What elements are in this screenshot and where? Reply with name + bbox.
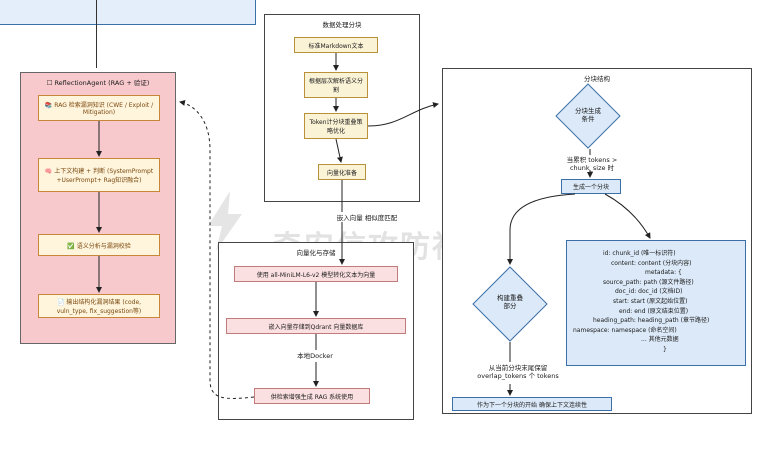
top-left-line xyxy=(96,0,97,68)
document-icon: 📄 xyxy=(56,299,65,306)
check-icon: ✅ xyxy=(67,242,75,250)
robot-icon: ☐ xyxy=(46,79,53,87)
field-start: start: start (原文起始位置) xyxy=(613,297,688,305)
token-chunk-node: Token计分块重叠策略优化 xyxy=(304,113,368,139)
qdrant-node: 嵌入向量存储到Qdrant 向量数据库 xyxy=(226,318,406,334)
vectorize-title: 向量化与存储 xyxy=(296,249,336,257)
reflection-agent-title: ☐ReflectionAgent (RAG + 验证) xyxy=(46,79,150,87)
markdown-text-node: 标准Markdown文本 xyxy=(294,37,378,53)
semantic-split-node: 根据层次解析语义分割 xyxy=(304,72,368,98)
field-namespace: namespace: namespace (命名空间) xyxy=(573,326,677,334)
vector-prep-node: 向量化准备 xyxy=(318,164,366,180)
minilm-node: 使用 all-MiniLM-L6-v2 模型转化文本为向量 xyxy=(234,266,398,282)
rag-usage-node: 供检索增强生成 RAG 系统使用 xyxy=(254,388,370,404)
field-content: content: content (分块内容) xyxy=(611,259,692,267)
field-doc-id: doc_id: doc_id (文档ID) xyxy=(615,288,683,296)
chunk-fields-box: id: chunk_id (唯一标识符) content: content (分… xyxy=(566,240,746,366)
data-processing-title: 数据处理分块 xyxy=(322,21,362,29)
overlap-label: 从当前分块末尾保留 overlap_tokens 个 tokens xyxy=(477,364,559,381)
context-build-node: 🧠上下文构建 + 判断 (SystemPrompt +UserPrompt+ R… xyxy=(38,158,160,192)
brain-icon: 🧠 xyxy=(44,168,53,175)
output-result-node: 📄输出结构化漏洞结果 (code, vuln_type, fix_suggest… xyxy=(38,294,160,318)
field-id: id: chunk_id (唯一标识符) xyxy=(603,250,676,257)
overlap-decision-diamond: 构建重叠部分 xyxy=(472,266,548,342)
semantic-check-node: ✅语义分析与漏洞校验 xyxy=(38,234,160,256)
top-left-blue-box xyxy=(0,0,256,25)
field-source-path: source_path: path (源文件路径) xyxy=(603,278,694,286)
field-close: } xyxy=(663,345,667,353)
watermark-logo xyxy=(190,186,260,256)
field-metadata: metadata: { xyxy=(645,269,682,277)
chunk-decision-diamond: 分块生成条件 xyxy=(555,83,621,149)
field-other: ... 其他元数据 xyxy=(641,336,679,344)
next-chunk-node: 作为下一个分块的开始 确保上下文连续性 xyxy=(452,397,612,411)
embedding-match-label: 嵌入向量 相似度匹配 xyxy=(322,214,412,223)
field-heading-path: heading_path: heading_path (章节路径) xyxy=(593,317,710,325)
cond-label: 当累积 tokens > chunk_size 时 xyxy=(560,156,624,173)
rag-retrieve-node: 📚RAG 检索漏洞知识 (CWE / Exploit / Mitigation) xyxy=(38,95,160,121)
local-docker-label: 本地Docker xyxy=(290,352,340,361)
field-end: end: end (原文结束位置) xyxy=(619,307,689,315)
chunk-structure-title: 分块结构 xyxy=(584,75,610,83)
books-icon: 📚 xyxy=(44,102,53,109)
make-chunk-node: 生成一个分块 xyxy=(561,179,621,194)
